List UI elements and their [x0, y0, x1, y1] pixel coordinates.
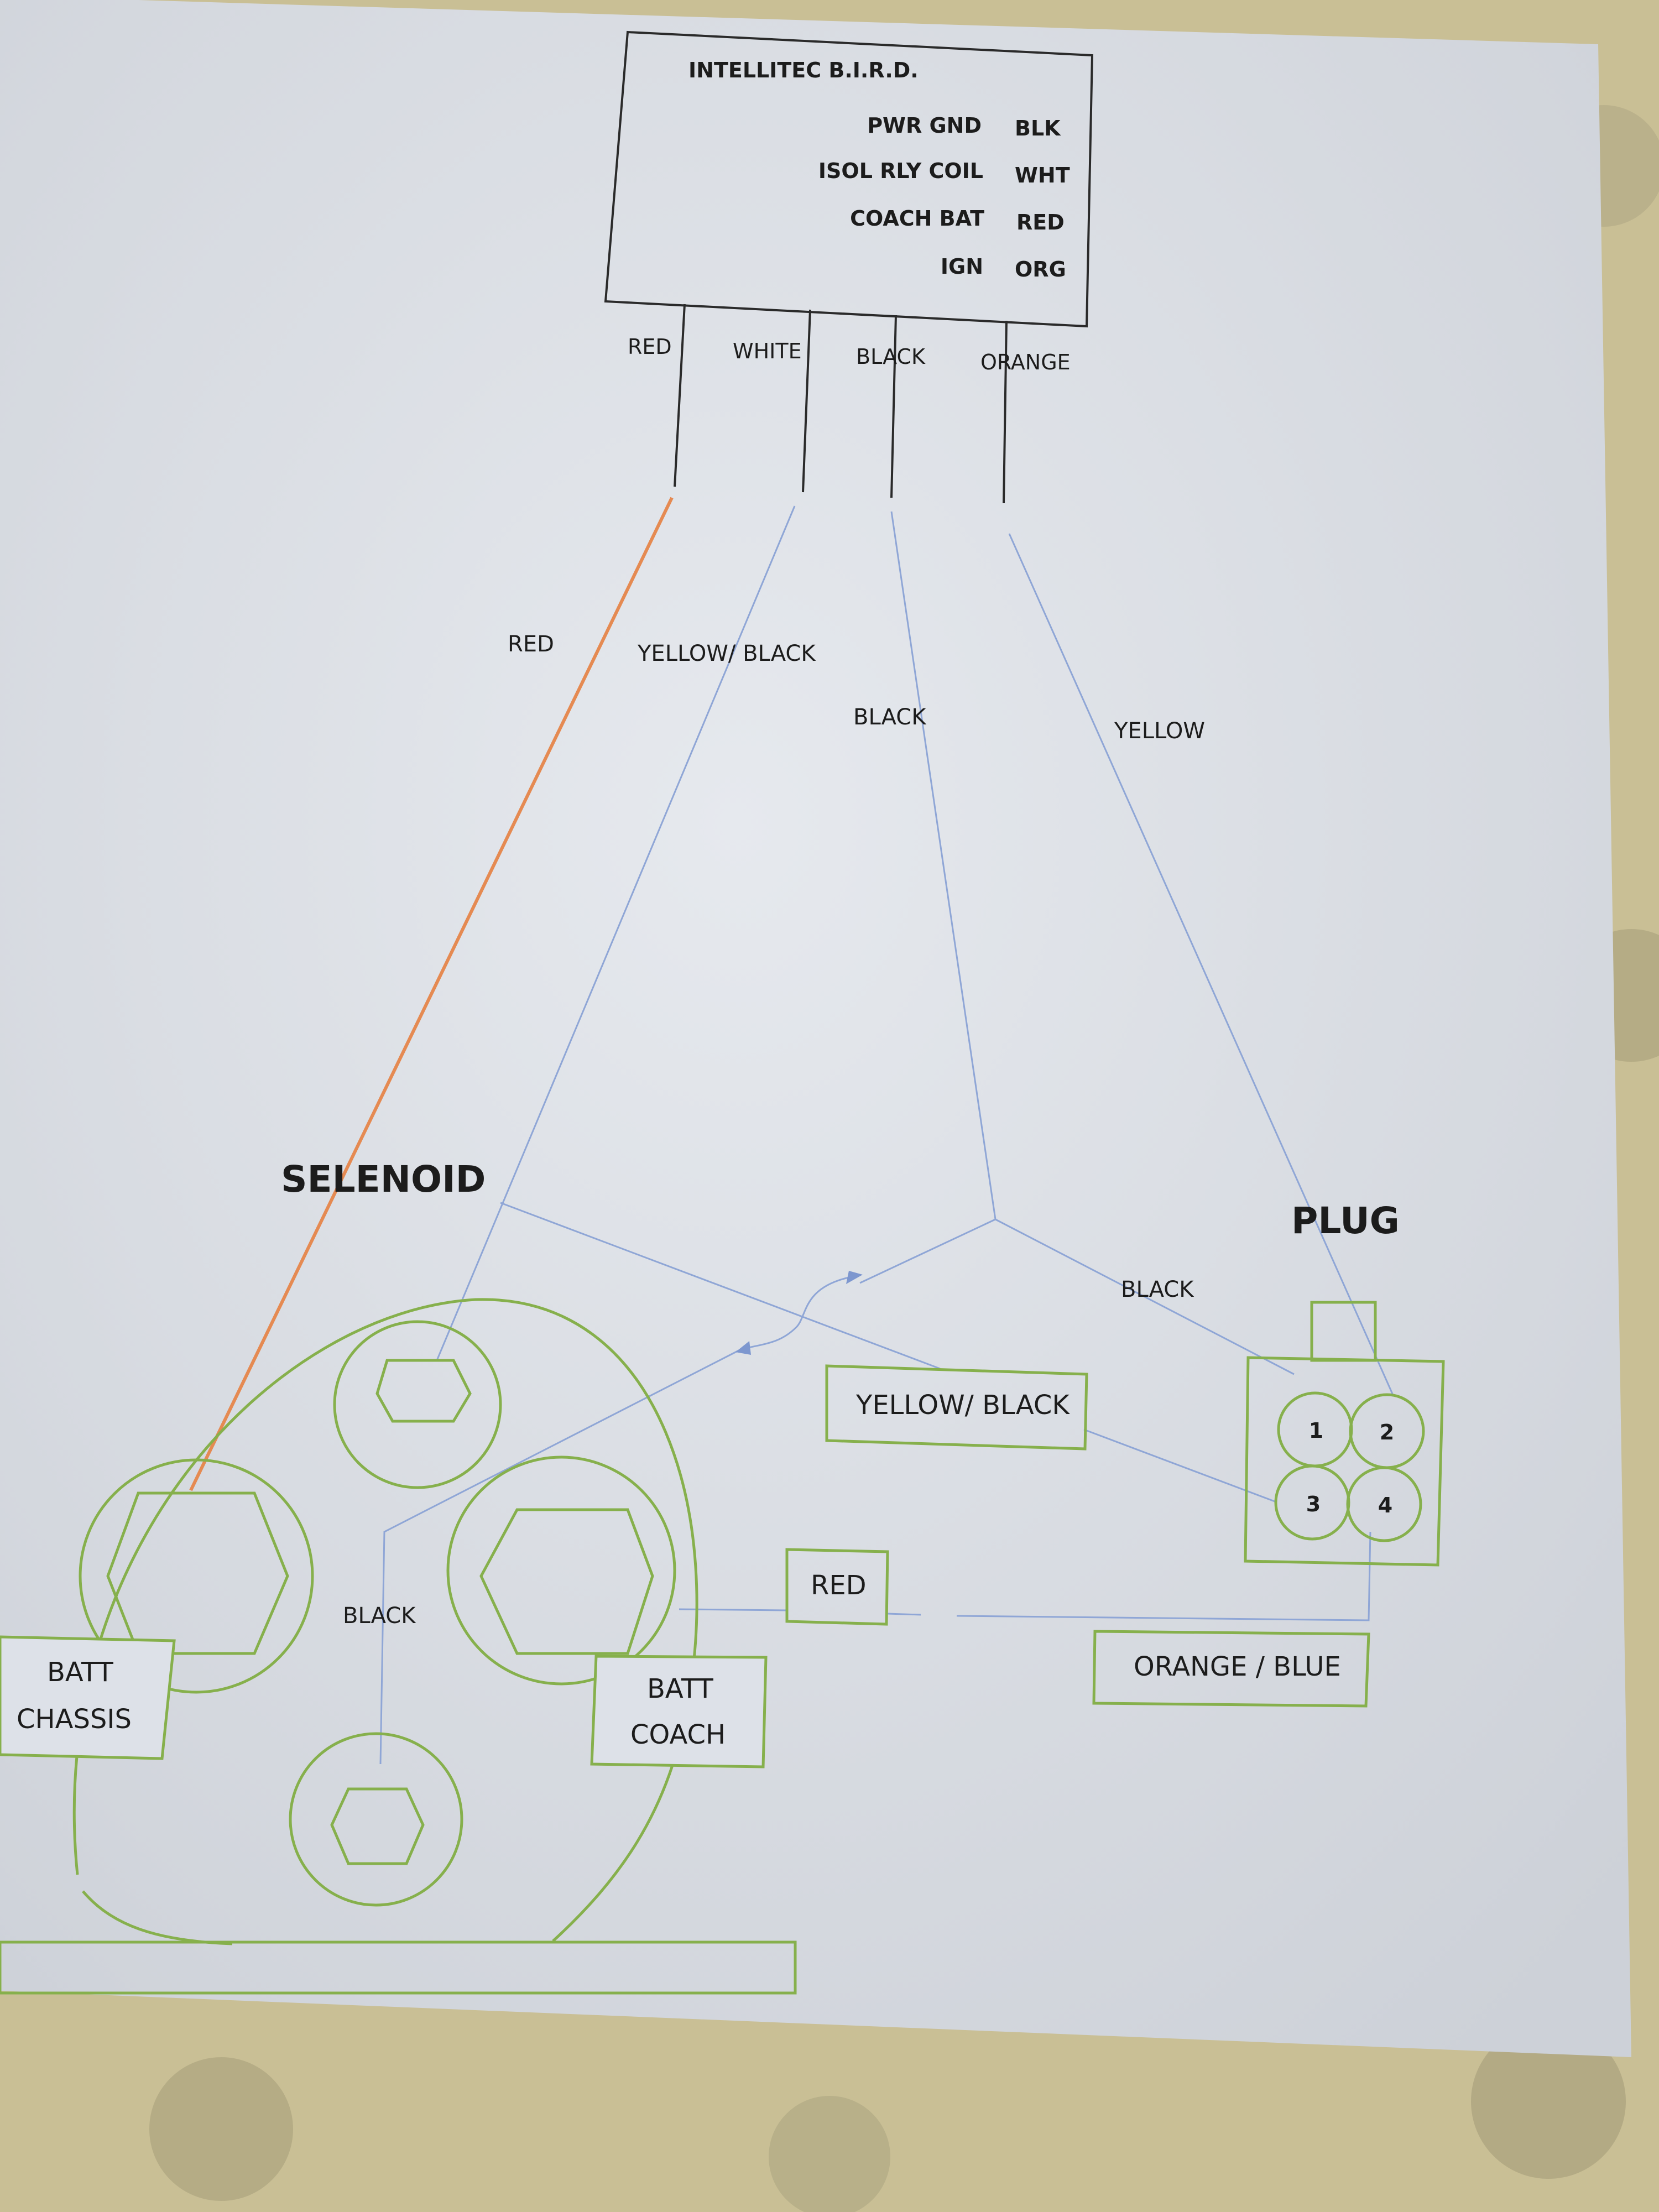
black-wire — [890, 511, 997, 1220]
batt-coach-line1: BATT — [647, 1673, 714, 1704]
wire-label-solenoid-black: BLACK — [343, 1603, 416, 1629]
orange-blue-box-group: ORANGE / BLUE — [1092, 1630, 1370, 1708]
plug: PLUG 1 2 3 4 — [1244, 1199, 1445, 1567]
bird-pin-code: ORG — [1015, 257, 1066, 281]
black-wire-crossover — [740, 1276, 849, 1350]
bird-module-title: INTELLITEC B.I.R.D. — [688, 58, 919, 82]
orange-blue-box-label: ORANGE / BLUE — [1134, 1651, 1341, 1682]
lead-label-orange: ORANGE — [980, 350, 1071, 374]
yellow-black-wire — [436, 505, 796, 1361]
batt-coach-label: BATT COACH — [590, 1655, 768, 1768]
red-box-to-orange-blue — [887, 1613, 921, 1616]
red-box-label: RED — [811, 1570, 867, 1601]
hex-nut-batt-coach — [479, 1508, 654, 1655]
hex-nut-top — [375, 1359, 472, 1423]
arrowhead — [735, 1341, 751, 1355]
bird-pin-codes: BLK WHT RED ORG — [1015, 116, 1070, 281]
batt-chassis-line2: CHASSIS — [17, 1704, 132, 1735]
yellow-wire — [1008, 533, 1395, 1397]
wire-labels: RED YELLOW/ BLACK BLACK YELLOW BLACK BLA… — [343, 632, 1205, 1629]
wire-label-red: RED — [508, 632, 554, 657]
paper-sheet — [0, 0, 1631, 2057]
bird-pin-code: WHT — [1015, 163, 1070, 187]
bird-pin-names: PWR GND ISOL RLY COIL COACH BAT IGN — [818, 113, 984, 279]
plug-pin-2: 2 — [1380, 1420, 1394, 1444]
wire-label-yellow: YELLOW — [1114, 718, 1205, 744]
batt-chassis-line1: BATT — [47, 1657, 114, 1688]
selenoid-title: SELENOID — [281, 1158, 486, 1201]
batt-coach-line2: COACH — [630, 1719, 726, 1750]
bird-module: INTELLITEC B.I.R.D. PWR GND ISOL RLY COI… — [604, 30, 1094, 328]
hex-nut-bottom — [330, 1787, 425, 1865]
selenoid — [0, 1298, 797, 1995]
lead-label-red: RED — [628, 335, 672, 359]
module-lead-labels: RED WHITE BLACK ORANGE — [628, 335, 1071, 374]
batt-coach-to-red-box — [679, 1608, 789, 1611]
selenoid-body-outline — [72, 1298, 698, 1942]
batt-chassis-box — [0, 1635, 176, 1760]
plug-pin-4: 4 — [1378, 1493, 1392, 1517]
orange-blue-box — [1092, 1630, 1370, 1708]
red-box — [785, 1548, 889, 1626]
black-split-to-plug — [995, 1218, 1295, 1375]
red-box-group: RED — [785, 1548, 889, 1626]
wires — [189, 497, 1395, 1765]
plug-body — [1244, 1356, 1445, 1567]
terminal-ring-bottom — [289, 1732, 463, 1907]
wire-label-yellow-black: YELLOW/ BLACK — [637, 641, 816, 666]
arrowhead — [846, 1271, 863, 1284]
black-to-solenoid-post — [379, 1348, 742, 1765]
bird-pin-name: ISOL RLY COIL — [818, 159, 983, 183]
yellow-black-box — [825, 1364, 1088, 1451]
batt-chassis-label: BATT CHASSIS — [0, 1635, 176, 1760]
plug-pin-1: 1 — [1309, 1418, 1323, 1443]
bird-module-box — [604, 30, 1094, 328]
bird-pin-name: IGN — [941, 254, 983, 279]
bird-pin-code: BLK — [1015, 116, 1061, 140]
black-split-to-solenoid — [859, 1218, 996, 1284]
terminal-ring-batt-chassis — [79, 1458, 314, 1694]
plug-pin-ring-4 — [1346, 1466, 1422, 1542]
plug-pin-3: 3 — [1306, 1492, 1321, 1516]
orange-blue-wire — [956, 1531, 1371, 1621]
terminal-ring-batt-coach — [446, 1455, 676, 1686]
hex-nut-batt-chassis — [106, 1491, 289, 1655]
bird-pin-code: RED — [1016, 210, 1065, 234]
yellow-black-box-label: YELLOW/ BLACK — [855, 1390, 1070, 1421]
terminal-ring-top — [333, 1320, 502, 1489]
selenoid-base — [0, 1940, 797, 1995]
yellow-black-box-group: YELLOW/ BLACK — [825, 1364, 1088, 1451]
red-wire — [189, 497, 674, 1491]
wire-label-black: BLACK — [853, 705, 927, 730]
bird-pin-name: COACH BAT — [850, 206, 984, 231]
lead-label-white: WHITE — [733, 339, 802, 363]
module-leads — [674, 304, 1008, 504]
bird-pin-name: PWR GND — [867, 113, 982, 138]
batt-coach-box — [590, 1655, 768, 1768]
selenoid-to-yellow-black-box — [500, 1202, 941, 1370]
yellow-black-box-to-plug-3 — [1083, 1428, 1275, 1503]
lead-label-black: BLACK — [856, 345, 926, 369]
wire-label-plug-black: BLACK — [1121, 1277, 1194, 1302]
plug-title: PLUG — [1291, 1199, 1400, 1242]
